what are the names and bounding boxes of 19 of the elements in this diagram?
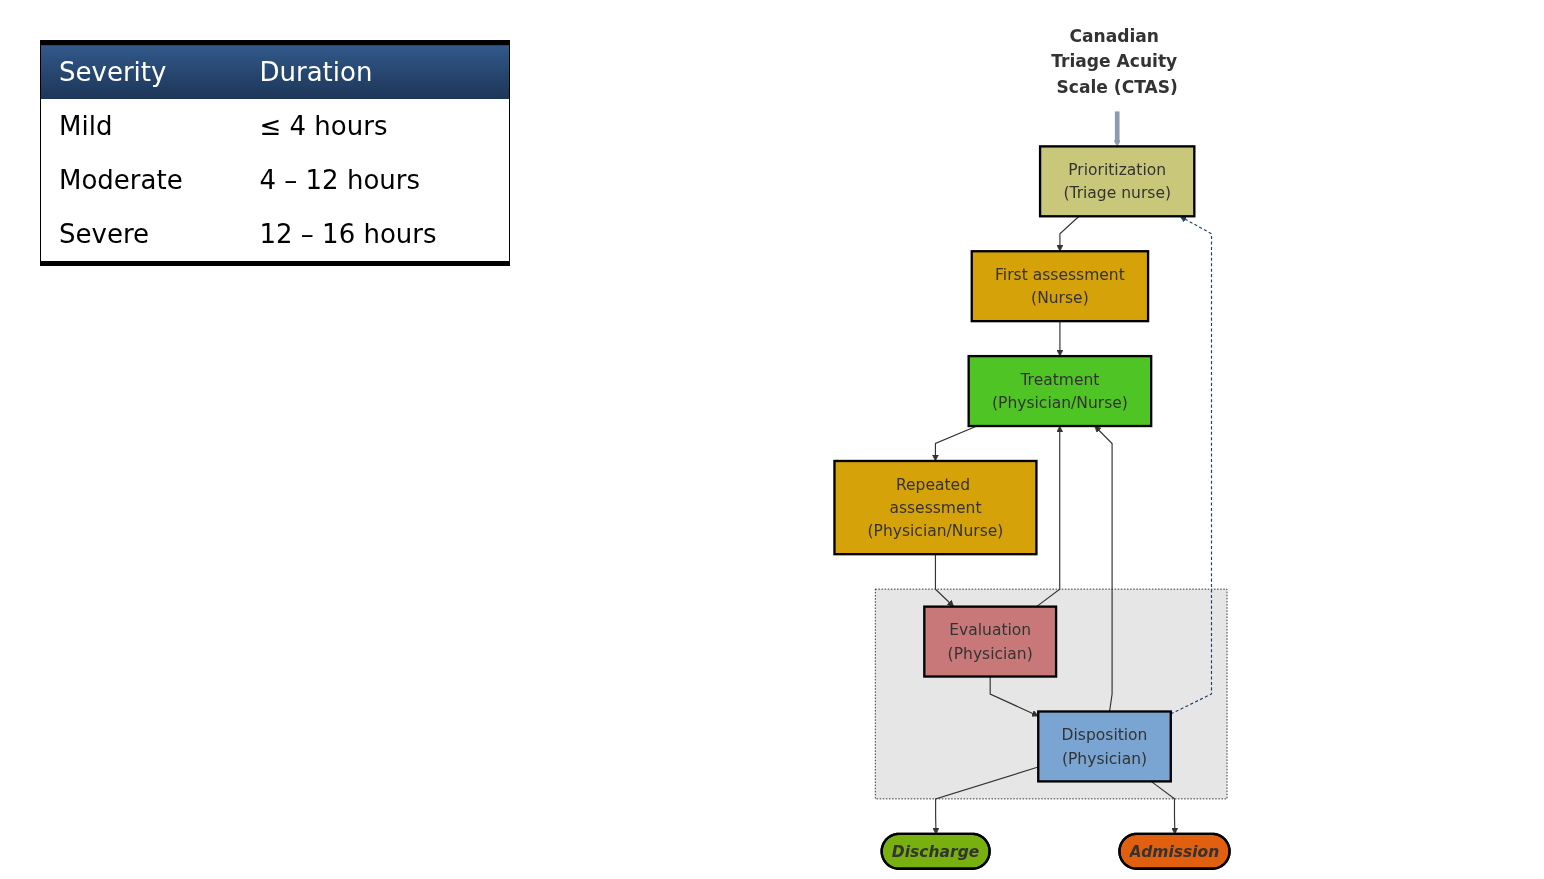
node-box: First assessment (Nurse) (970, 249, 1150, 322)
table-cell: Moderate (40, 153, 242, 207)
cluster (874, 588, 1228, 799)
node-box: Evaluation (Physician) (923, 604, 1058, 678)
table-cell: 4 – 12 hours (241, 153, 510, 207)
arrow (1056, 320, 1064, 356)
node-text: Canadian Triage Acuity Scale (CTAS) (1051, 25, 1178, 97)
node-box: Prioritization (Triage nurse) (1038, 144, 1196, 217)
node-box: Disposition (Physician) (1037, 709, 1172, 783)
arrow (1170, 215, 1213, 715)
table-cell: Mild (40, 99, 242, 153)
table-header: Duration (241, 42, 510, 99)
arrow (934, 553, 954, 607)
node-box: Repeated assessment (Physician/Nurse) (833, 459, 1038, 555)
node-box: Treatment (Physician/Nurse) (967, 354, 1153, 427)
table-cell: Severe (40, 207, 242, 264)
table-cell: ≤ 4 hours (241, 99, 510, 153)
table-header: Severity (40, 42, 242, 99)
table-cell: 12 – 16 hours (241, 207, 510, 264)
